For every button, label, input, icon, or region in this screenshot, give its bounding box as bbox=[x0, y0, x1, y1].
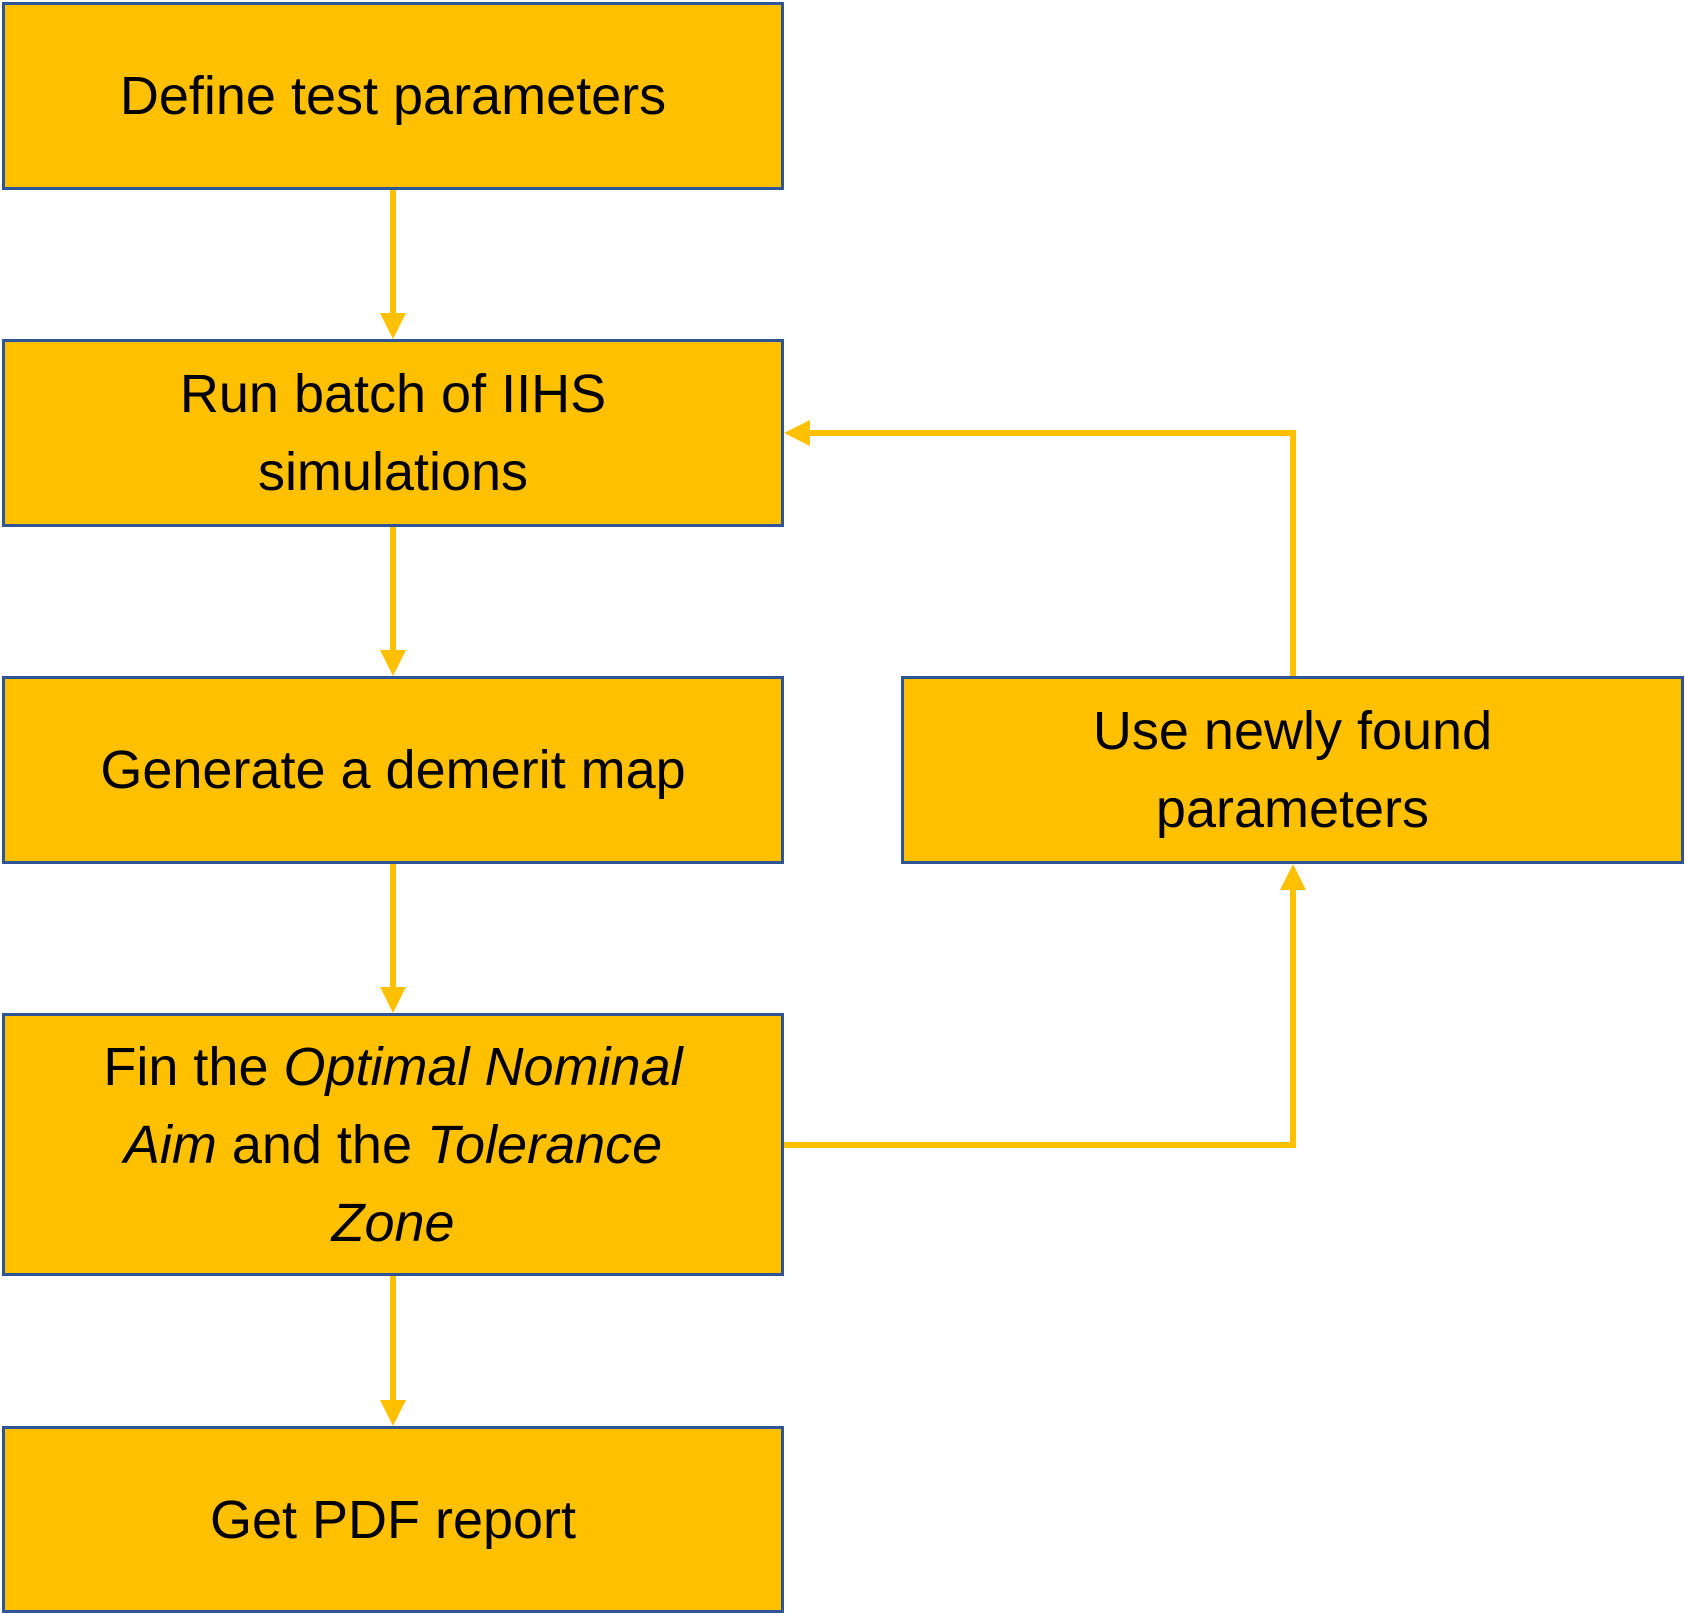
step-get-pdf-report: Get PDF report bbox=[2, 1426, 784, 1613]
step-run-batch-simulations: Run batch of IIHS simulations bbox=[2, 339, 784, 527]
arrow-find-to-use bbox=[784, 887, 1296, 1148]
step-find-text-part1: Fin the bbox=[103, 1036, 284, 1097]
arrowhead-generate bbox=[380, 650, 406, 676]
step-define-label: Define test parameters bbox=[119, 66, 667, 126]
step-find-text-zone: Zone bbox=[331, 1192, 455, 1253]
step-generate-label: Generate a demerit map bbox=[100, 740, 686, 800]
step-find-line1: Fin the Optimal Nominal bbox=[103, 1028, 682, 1106]
arrowhead-use bbox=[1280, 864, 1306, 890]
step-run-label-line2: simulations bbox=[257, 442, 529, 502]
step-find-text-tolerance: Tolerance bbox=[427, 1114, 663, 1175]
arrowhead-report bbox=[380, 1400, 406, 1426]
arrowhead-run bbox=[380, 313, 406, 339]
step-find-line3: Zone bbox=[103, 1184, 682, 1262]
arrow-use-to-run bbox=[807, 430, 1296, 676]
arrowhead-find bbox=[380, 987, 406, 1013]
step-run-label-line1: Run batch of IIHS bbox=[179, 364, 607, 424]
arrowhead-run-feedback bbox=[784, 420, 810, 446]
step-find-optimal-nominal-aim: Fin the Optimal Nominal Aim and the Tole… bbox=[2, 1013, 784, 1276]
step-generate-demerit-map: Generate a demerit map bbox=[2, 676, 784, 864]
step-find-text-aim: Aim bbox=[123, 1114, 217, 1175]
step-define-test-parameters: Define test parameters bbox=[2, 2, 784, 190]
step-find-text-optimal-nominal: Optimal Nominal bbox=[283, 1036, 683, 1097]
step-find-line2: Aim and the Tolerance bbox=[103, 1106, 682, 1184]
step-find-text-and-the: and the bbox=[216, 1114, 427, 1175]
step-use-label-line1: Use newly found bbox=[1092, 701, 1493, 761]
step-report-label: Get PDF report bbox=[209, 1489, 577, 1550]
step-use-newly-found-parameters: Use newly found parameters bbox=[901, 676, 1684, 864]
step-use-label-line2: parameters bbox=[1155, 779, 1430, 839]
